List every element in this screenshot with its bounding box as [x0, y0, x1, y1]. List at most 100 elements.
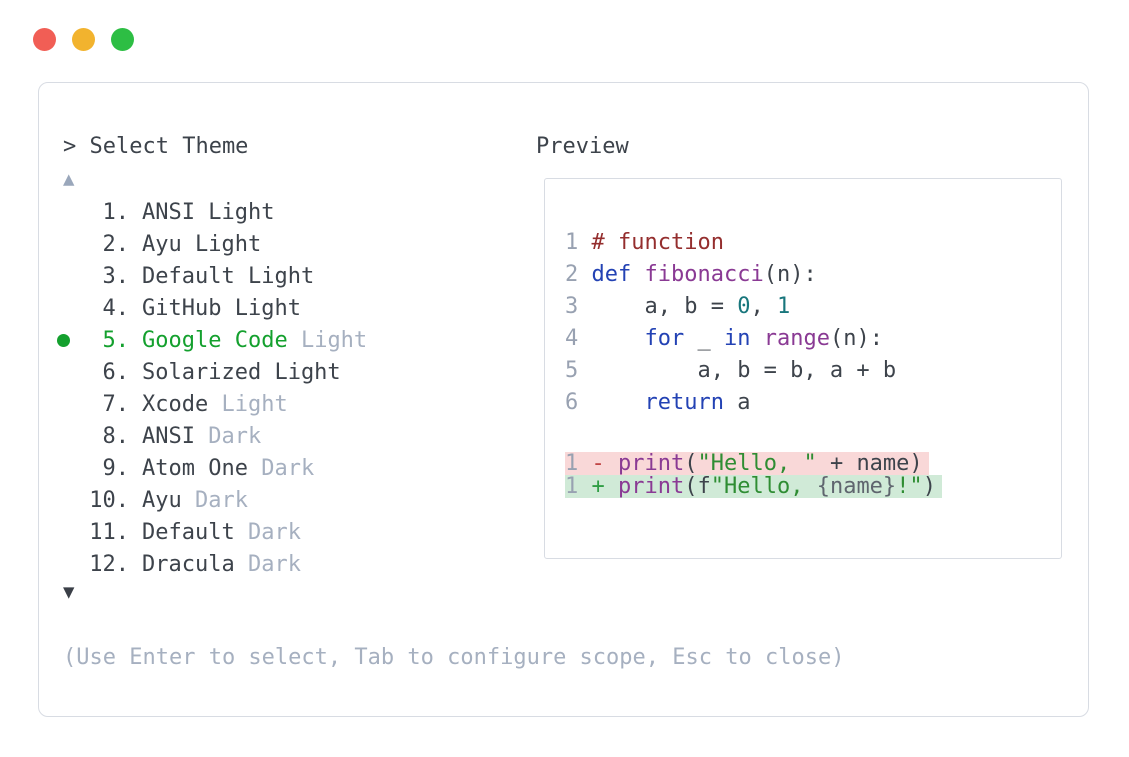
item-name-part: Ayu Light [142, 231, 262, 257]
theme-list-item[interactable]: 3. Default Light [39, 260, 509, 292]
item-name-part: Dark [247, 455, 315, 481]
item-name: Atom One Dark [142, 456, 314, 481]
minimize-button[interactable] [72, 28, 95, 51]
code-line: 5 a, b = b, a + b [565, 355, 1061, 387]
code-token: !" [896, 474, 923, 499]
maximize-button[interactable] [111, 28, 134, 51]
code-token: print [618, 451, 685, 476]
item-name: Dracula Dark [142, 552, 301, 577]
code-token: "Hello, " [697, 451, 817, 476]
item-name: Ayu Dark [142, 488, 248, 513]
bullet-slot [51, 516, 75, 548]
item-name-part: GitHub Light [142, 295, 301, 321]
item-name: Default Light [142, 264, 314, 289]
bullet-slot [51, 260, 75, 292]
item-name-part: Light [287, 327, 368, 353]
theme-list-item[interactable]: 5. Google Code Light [39, 324, 509, 356]
code-token: + name) [816, 451, 923, 476]
diff-line-added: 1 + print(f"Hello, {name}!") [565, 475, 942, 498]
item-number: 8. [102, 423, 130, 449]
line-number: 5 [565, 358, 592, 383]
code-line: 6 return a [565, 387, 1061, 419]
code-line: 4 for _ in range(n): [565, 323, 1061, 355]
scroll-down-icon[interactable]: ▼ [63, 581, 75, 603]
bullet-slot [51, 196, 75, 228]
code-token: range [763, 326, 830, 351]
item-number: 5. [102, 327, 130, 353]
item-number: 11. [89, 519, 129, 545]
bullet-slot [51, 420, 75, 452]
code-token: "Hello, [710, 474, 817, 499]
item-name: Google Code Light [142, 328, 367, 353]
item-number: 9. [102, 455, 130, 481]
code-token: a, b = [591, 294, 738, 319]
dialog-title: > Select Theme [63, 134, 249, 159]
theme-list-item[interactable]: 2.Ayu Light [39, 228, 509, 260]
bullet-slot [51, 292, 75, 324]
item-name-part: Dark [194, 423, 262, 449]
bullet-slot [51, 228, 75, 260]
code-token: a [723, 390, 751, 415]
theme-list-item[interactable]: 8.ANSI Dark [39, 420, 509, 452]
code-token [592, 390, 645, 415]
item-name-part: Dark [234, 519, 301, 545]
bullet-slot [51, 548, 75, 580]
code-token: for [644, 326, 685, 351]
code-token [750, 326, 763, 351]
theme-list-item[interactable]: 4.GitHub Light [39, 292, 509, 324]
theme-list-item[interactable]: 6. Solarized Light [39, 356, 509, 388]
item-number: 3. [102, 263, 130, 289]
theme-list-item[interactable]: 1.ANSI Light [39, 196, 509, 228]
item-number: 12. [89, 551, 129, 577]
code-line: 1 # function [565, 227, 1061, 259]
code-token [592, 326, 645, 351]
item-name: Xcode Light [142, 392, 288, 417]
item-name-part: Atom One [142, 455, 248, 481]
line-number: 6 [565, 390, 592, 415]
item-name-part: Xcode [142, 391, 209, 417]
item-name-part: Default [142, 519, 235, 545]
line-number: 1 [565, 451, 592, 476]
code-token: 0 [737, 294, 751, 319]
item-number: 7. [102, 391, 130, 417]
item-name: Default Dark [142, 520, 301, 545]
scroll-up-icon[interactable]: ▲ [63, 168, 75, 190]
code-line: 3 a, b = 0, 1 [565, 291, 1061, 323]
item-name: GitHub Light [142, 296, 301, 321]
item-name-part: ANSI Light [142, 199, 275, 225]
keyboard-hints: (Use Enter to select, Tab to configure s… [63, 645, 845, 670]
code-token [631, 262, 644, 287]
item-name: Ayu Light [142, 232, 261, 257]
close-button[interactable] [33, 28, 56, 51]
item-name-part: Solarized Light [142, 359, 341, 385]
diff-preview: 1 - print("Hello, " + name)1 + print(f"H… [545, 452, 1061, 498]
line-number: 1 [565, 474, 592, 499]
item-number: 6. [102, 359, 130, 385]
theme-list-item[interactable]: 11. Default Dark [39, 516, 509, 548]
code-token: (n): [763, 262, 817, 287]
line-number: 2 [565, 262, 592, 287]
item-name-part: Dracula [142, 551, 235, 577]
code-token: ) [922, 474, 936, 499]
selected-item-bullet-icon [51, 324, 75, 356]
diff-row: 1 - print("Hello, " + name) [565, 452, 1061, 475]
bullet-slot [51, 388, 75, 420]
theme-list-item[interactable]: 10. Ayu Dark [39, 484, 509, 516]
item-number: 10. [89, 487, 129, 513]
bullet-slot [51, 452, 75, 484]
theme-list-item[interactable]: 7. Xcode Light [39, 388, 509, 420]
code-token: return [644, 390, 724, 415]
code-token: fibonacci [644, 262, 764, 287]
theme-list-item[interactable]: 9. Atom One Dark [39, 452, 509, 484]
code-token: # function [591, 230, 724, 255]
item-name-part: Dark [181, 487, 248, 513]
theme-list-item[interactable]: 12. Dracula Dark [39, 548, 509, 580]
item-name-part: Ayu [142, 487, 182, 513]
line-number: 1 [565, 230, 592, 255]
code-token: 1 [776, 294, 791, 319]
item-name-part: Google Code [142, 327, 288, 353]
code-token: a, b = b, a + b [591, 358, 897, 383]
